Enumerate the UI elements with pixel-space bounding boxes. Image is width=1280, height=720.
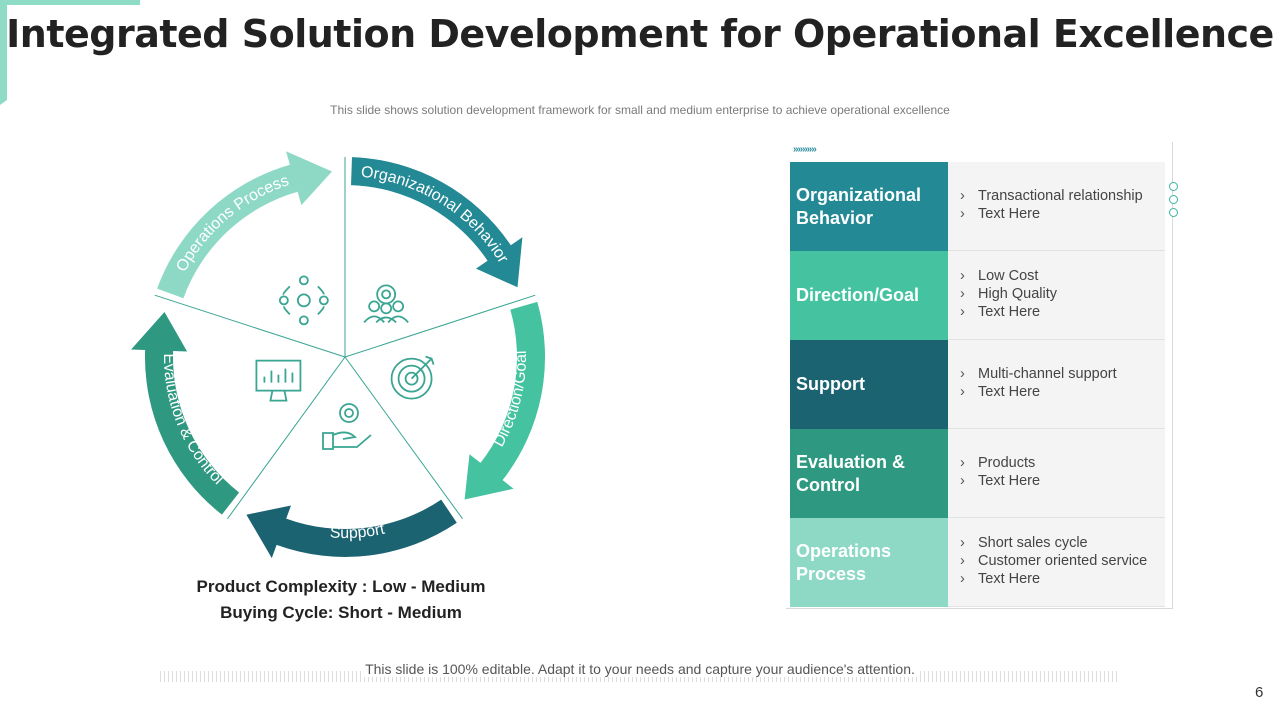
divider-line [344,294,536,358]
buying-cycle-text: Buying Cycle: Short - Medium [220,603,462,622]
bullet-text: Low Cost [978,268,1039,285]
panel-frame [786,142,1173,609]
bullet-item: › High Quality [960,286,1165,304]
cycle-label-text: Support [329,521,386,542]
bullet-text: Text Here [978,303,1041,320]
cycle-arrow [464,301,546,500]
bullet-chevron-icon: › [960,286,965,303]
row-bullets: › Products › Text Here [948,429,1165,518]
detail-row: Evaluation & Control › Products › Text Here [790,429,1165,518]
bullet-item: › Products [960,455,1165,473]
bullet-item: › Text Here [960,206,1165,224]
bullet-chevron-icon: › [960,384,965,400]
detail-row: Operations Process › Short sales cycle › Cus… [790,518,1165,607]
cycle-icons [255,275,435,450]
bullet-text: Text Here [978,473,1041,489]
row-label: Operations Process [790,518,948,607]
bullet-text: Text Here [978,570,1041,587]
row-label: Support [790,340,948,429]
detail-row: Direction/Goal › Low Cost › High Quality › Tex… [790,251,1165,340]
bullet-chevron-icon: › [960,206,965,222]
process-cycle-icon [278,275,329,326]
monitor-chart-icon [255,359,302,402]
bullet-item: › Text Here [960,384,1165,402]
cycle-arrow [351,157,523,288]
bullet-chevron-icon: › [960,188,965,205]
bullet-item: › Text Here [960,571,1165,589]
bullet-chevron-icon: › [960,366,965,383]
bullet-text: Short sales cycle [978,535,1088,552]
bullet-item: › Short sales cycle [960,535,1165,553]
target-icon [390,355,435,400]
footer-note: This slide is 100% editable. Adapt it to… [0,661,1280,677]
slide-subtitle: This slide shows solution development fr… [330,103,950,117]
bullet-chevron-icon: › [960,268,965,285]
cycle-arrow [157,151,332,299]
cycle-arrow [131,312,240,515]
row-label: Direction/Goal [790,251,948,340]
bullet-text: Products [978,455,1036,472]
pentagon-dividers [154,157,536,520]
footer-text: This slide is 100% editable. Adapt it to… [363,661,917,677]
bullet-text: Text Here [978,206,1041,222]
bullet-item: › Multi-channel support [960,366,1165,384]
cycle-arrow [246,499,457,559]
team-gear-icon [363,284,409,324]
bullet-text: Text Here [978,384,1041,400]
bullet-item: › Text Here [960,304,1165,322]
bullet-text: High Quality [978,286,1057,303]
row-bullets: › Multi-channel support › Text Here [948,340,1165,429]
bullet-item: › Low Cost [960,268,1165,286]
bullet-text: Customer oriented service [978,553,1148,570]
row-label: Evaluation & Control [790,429,948,518]
bullet-text: Multi-channel support [978,366,1117,383]
row-bullets: › Short sales cycle › Customer oriented ser… [948,518,1165,607]
bullet-chevron-icon: › [960,535,965,552]
divider-line [227,356,346,520]
divider-line [344,356,463,520]
page-number: 6 [1255,684,1264,701]
detail-row: Support › Multi-channel support › Text Here [790,340,1165,429]
chevrons-decoration: »»»»» [793,144,817,155]
product-complexity-text: Product Complexity : Low - Medium [196,577,486,596]
divider-line [154,294,346,358]
cycle-arrows [131,151,546,559]
bullet-item: › Text Here [960,473,1165,491]
hand-gear-icon [322,403,372,450]
bullet-item: › Customer oriented service [960,553,1165,571]
cycle-diagram: Organizational BehaviorDirection/GoalSup… [131,151,546,559]
bullet-chevron-icon: › [960,570,965,587]
dots-decoration [1169,182,1179,221]
detail-table: Organizational Behavior › Transactional re… [790,162,1165,607]
detail-row: Organizational Behavior › Transactional re… [790,162,1165,251]
bullet-item: › Transactional relationship [960,188,1165,206]
bullet-chevron-icon: › [960,455,965,472]
row-bullets: › Low Cost › High Quality › Text Here [948,251,1165,340]
bullet-chevron-icon: › [960,303,965,320]
row-bullets: › Transactional relationship › Text Here [948,162,1165,251]
cycle-label: Support [329,521,386,542]
bullet-text: Transactional relationship [978,188,1143,205]
row-label: Organizational Behavior [790,162,948,251]
bullet-chevron-icon: › [960,473,965,489]
slide-title: Integrated Solution Development for Oper… [6,12,1274,56]
bullet-chevron-icon: › [960,553,965,570]
